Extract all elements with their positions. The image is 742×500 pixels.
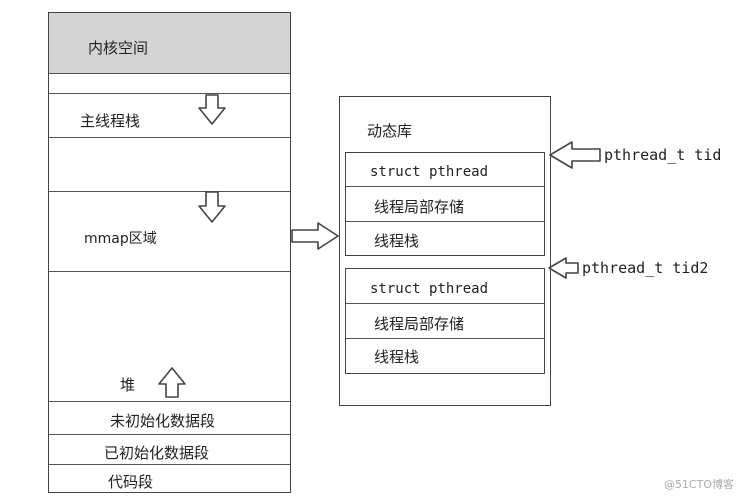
data-segment-label: 已初始化数据段 [104,444,210,462]
down-arrow-icon [198,191,226,223]
left-arrow-icon [549,141,601,169]
divider [346,338,544,339]
struct-pthread-label: struct pthread [370,281,489,297]
divider [49,191,290,192]
divider [346,303,544,304]
divider [49,434,290,435]
up-arrow-icon [158,367,186,398]
kernel-space-region [49,13,290,74]
right-arrow-icon [291,222,339,250]
divider [346,186,544,187]
tls-label: 线程局部存储 [374,315,465,333]
divider [346,221,544,222]
kernel-space-label: 内核空间 [88,39,149,57]
dynamic-lib-title: 动态库 [367,122,413,140]
dynamic-lib-box [339,96,551,406]
thread-stack-label: 线程栈 [374,348,420,366]
tls-label: 线程局部存储 [374,198,465,216]
text-segment-label: 代码段 [108,473,154,491]
divider [49,401,290,402]
divider [49,271,290,272]
divider [49,464,290,465]
left-arrow-icon [548,257,579,279]
tid1-label: pthread_t tid [604,146,722,164]
down-arrow-icon [198,94,226,125]
divider [49,93,290,94]
divider [49,137,290,138]
memory-layout-box [48,12,291,493]
watermark: @51CTO博客 [663,478,734,491]
heap-label: 堆 [120,376,136,394]
bss-label: 未初始化数据段 [110,412,216,430]
struct-pthread-label: struct pthread [370,164,489,180]
mmap-region-label: mmap区域 [84,231,157,247]
thread-stack-label: 线程栈 [374,232,420,250]
main-thread-stack-label: 主线程栈 [80,112,141,130]
tid2-label: pthread_t tid2 [582,259,709,277]
thread-block-2 [345,268,545,374]
thread-block-1 [345,152,545,256]
